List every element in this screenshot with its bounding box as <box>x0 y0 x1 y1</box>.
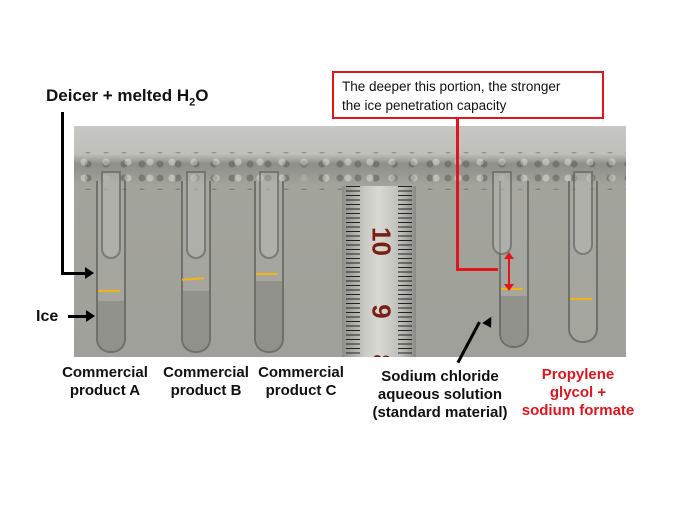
deicer-label: Deicer + melted H2O <box>46 86 209 109</box>
ice-label: Ice <box>36 308 59 325</box>
sample-label-propylene-glycol: Propylene glycol + sodium formate <box>521 366 635 419</box>
bubble-layer <box>74 152 626 190</box>
inner-tube-c <box>259 171 279 259</box>
callout-line-1: The deeper this portion, the stronger <box>342 79 561 94</box>
callout-line-2: the ice penetration capacity <box>342 98 507 113</box>
arrow-head-down <box>504 284 514 291</box>
ruler-mark-10: 10 <box>366 227 397 256</box>
inner-tube-pg <box>573 171 593 255</box>
inner-tube-nacl <box>492 171 512 255</box>
marker-line-a <box>98 290 120 292</box>
sample-label-a: Commercial product A <box>62 364 148 399</box>
sample-label-c: Commercial product C <box>258 364 344 399</box>
measuring-tape: 10 9 8 <box>342 186 416 357</box>
penetration-callout-box: The deeper this portion, the stronger th… <box>332 71 604 119</box>
tube-commercial-a <box>96 181 126 353</box>
ice-arrow-shaft <box>68 315 88 318</box>
marker-line-pg <box>570 298 592 300</box>
ruler-mark-9: 9 <box>366 304 397 319</box>
callout-connector-horizontal <box>456 268 498 271</box>
deicer-arrow-head <box>85 267 94 279</box>
deicer-connector-horizontal <box>61 272 87 275</box>
marker-line-c <box>256 273 278 275</box>
sample-label-nacl: Sodium chloride aqueous solution (standa… <box>372 368 508 421</box>
tube-sodium-chloride <box>499 181 529 348</box>
test-tube-photo: 10 9 8 <box>74 126 626 357</box>
sample-label-b: Commercial product B <box>163 364 249 399</box>
penetration-depth-arrow <box>508 256 510 288</box>
callout-connector-vertical <box>456 119 459 270</box>
inner-tube-b <box>186 171 206 259</box>
inner-tube-a <box>101 171 121 259</box>
tube-commercial-b <box>181 181 211 353</box>
ruler-mark-8: 8 <box>366 347 397 357</box>
deicer-connector-vertical <box>61 112 64 274</box>
arrow-head-up <box>504 252 514 259</box>
ice-arrow-head <box>86 310 95 322</box>
tube-commercial-c <box>254 181 284 353</box>
